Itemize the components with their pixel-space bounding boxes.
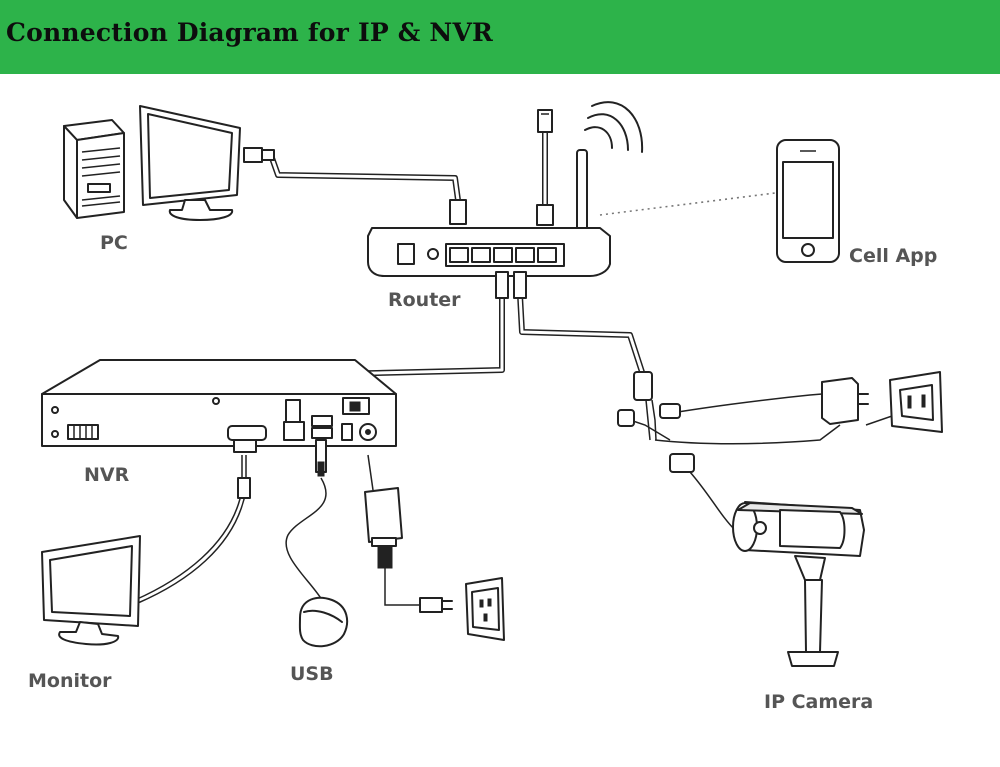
pc-label: PC bbox=[100, 232, 128, 254]
router-label: Router bbox=[388, 289, 461, 311]
camera-connectors bbox=[617, 371, 695, 473]
pc-router-cable bbox=[269, 155, 461, 203]
ip-camera bbox=[732, 501, 865, 667]
router-body bbox=[367, 227, 611, 277]
usb-label: USB bbox=[290, 663, 334, 685]
monitor-label: Monitor bbox=[28, 670, 112, 692]
pc-monitor bbox=[139, 105, 241, 221]
nvr-power-outlet bbox=[465, 577, 505, 641]
connection-diagram: PC Router Cell App NVR Monitor USB IP Ca… bbox=[28, 101, 943, 713]
diagram-title: Connection Diagram for IP & NVR bbox=[6, 18, 494, 47]
nvr-label: NVR bbox=[84, 464, 130, 486]
power-adapter bbox=[364, 487, 403, 569]
camera-power-outlet bbox=[889, 371, 943, 433]
power-cable bbox=[367, 454, 420, 606]
power-plug bbox=[419, 597, 453, 613]
vga-monitor-cable bbox=[134, 455, 247, 604]
cell-phone bbox=[776, 139, 840, 263]
ip-camera-label: IP Camera bbox=[764, 691, 873, 713]
router-camera-cable bbox=[517, 292, 645, 375]
router-lan-plugs bbox=[495, 271, 527, 299]
wifi-signal-icon bbox=[584, 101, 644, 153]
usb-mouse-cable bbox=[285, 477, 327, 601]
nvr-lan-plug bbox=[285, 399, 301, 423]
usb-mouse bbox=[298, 596, 349, 648]
monitor-screen bbox=[41, 535, 141, 646]
nvr-vga-plug bbox=[233, 439, 257, 499]
nvr-usb-plug bbox=[315, 439, 327, 477]
pc-ethernet-plug bbox=[243, 147, 275, 163]
cell-app-label: Cell App bbox=[849, 245, 937, 267]
pc-tower bbox=[63, 119, 125, 219]
nvr-body bbox=[41, 359, 397, 447]
wan-plug bbox=[536, 109, 554, 226]
pc-cable-router-plug bbox=[449, 199, 467, 225]
wireless-link bbox=[599, 192, 776, 216]
title-banner: Connection Diagram for IP & NVR bbox=[0, 0, 1000, 74]
camera-power-adapter bbox=[821, 377, 869, 425]
